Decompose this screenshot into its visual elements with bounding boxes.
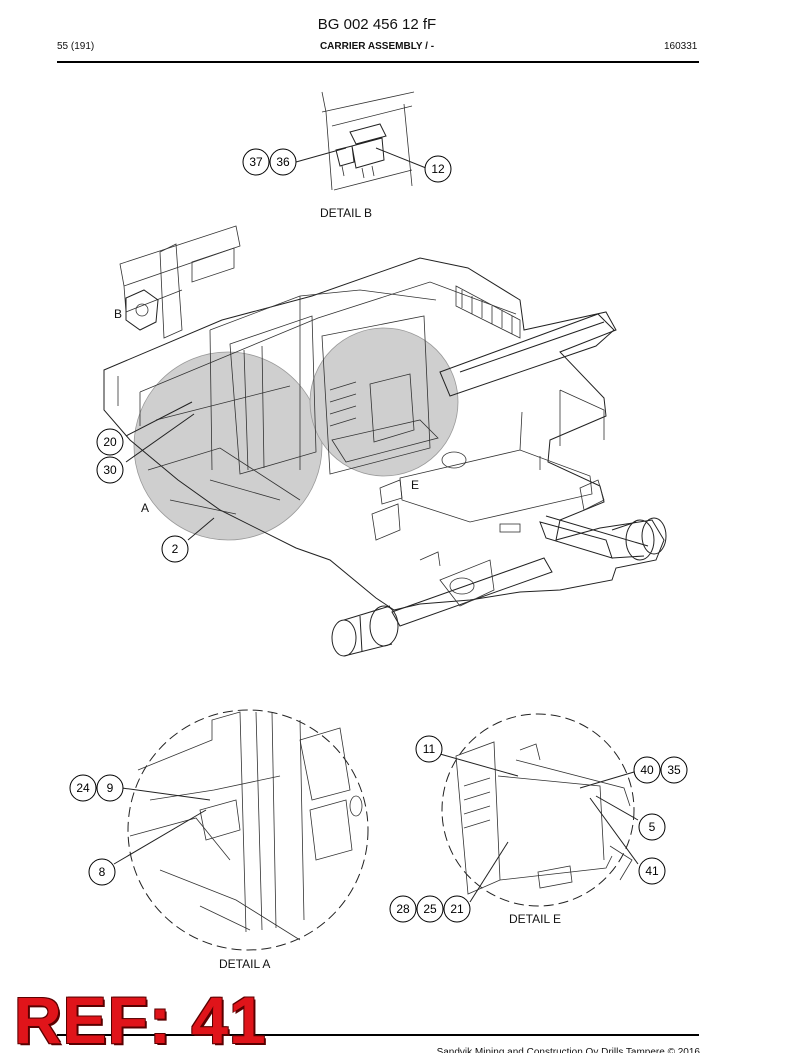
callout-24: 24 (69, 774, 97, 802)
main-assembly-drawing (103, 225, 667, 657)
callout-40: 40 (633, 756, 661, 784)
svg-text:28: 28 (396, 902, 410, 916)
svg-text:8: 8 (99, 865, 106, 879)
callout-28: 28 (389, 895, 417, 923)
reference-stamp: REF: 41 (14, 983, 267, 1057)
svg-text:9: 9 (107, 781, 114, 795)
svg-text:21: 21 (450, 902, 464, 916)
callout-41: 41 (638, 857, 666, 885)
detail-e-drawing (439, 713, 639, 907)
callout-20: 20 (96, 428, 124, 456)
svg-text:25: 25 (423, 902, 437, 916)
svg-text:30: 30 (103, 463, 117, 477)
svg-text:24: 24 (76, 781, 90, 795)
footer-divider (57, 1034, 699, 1036)
svg-text:11: 11 (423, 742, 436, 756)
callout-2: 2 (161, 535, 189, 563)
detail-a-drawing (113, 709, 369, 951)
header-divider (57, 61, 699, 63)
callout-11: 11 (415, 735, 443, 763)
svg-text:12: 12 (431, 162, 445, 176)
page-number: 55 (191) (57, 41, 95, 52)
svg-text:20: 20 (103, 435, 117, 449)
svg-text:37: 37 (249, 155, 263, 169)
view-letter-e: E (411, 478, 419, 492)
detail-b-label: DETAIL B (320, 206, 372, 220)
document-number: BG 002 456 12 fF (317, 16, 437, 33)
detail-a-label: DETAIL A (219, 957, 270, 971)
callout-9: 9 (96, 774, 124, 802)
svg-text:36: 36 (276, 155, 290, 169)
date-code: 160331 (664, 41, 698, 52)
svg-text:40: 40 (640, 763, 654, 777)
section-title: CARRIER ASSEMBLY / - (319, 41, 435, 52)
detail-a-zone (133, 351, 323, 541)
callout-30: 30 (96, 456, 124, 484)
callout-37: 37 (242, 148, 270, 176)
detail-e-zone (309, 327, 459, 477)
footer-copyright: Sandvik Mining and Construction Oy Drill… (436, 1047, 700, 1053)
callout-21: 21 (443, 895, 471, 923)
view-letter-a: A (141, 501, 149, 515)
callout-25: 25 (416, 895, 444, 923)
svg-text:5: 5 (649, 820, 656, 834)
svg-text:41: 41 (645, 864, 659, 878)
callout-36: 36 (269, 148, 297, 176)
detail-e-label: DETAIL E (509, 912, 561, 926)
detail-b-drawing (295, 91, 427, 191)
svg-text:35: 35 (667, 763, 681, 777)
svg-text:2: 2 (172, 542, 179, 556)
callout-5: 5 (638, 813, 666, 841)
callout-8: 8 (88, 858, 116, 886)
callout-35: 35 (660, 756, 688, 784)
callout-12: 12 (424, 155, 452, 183)
view-letter-b: B (114, 307, 122, 321)
